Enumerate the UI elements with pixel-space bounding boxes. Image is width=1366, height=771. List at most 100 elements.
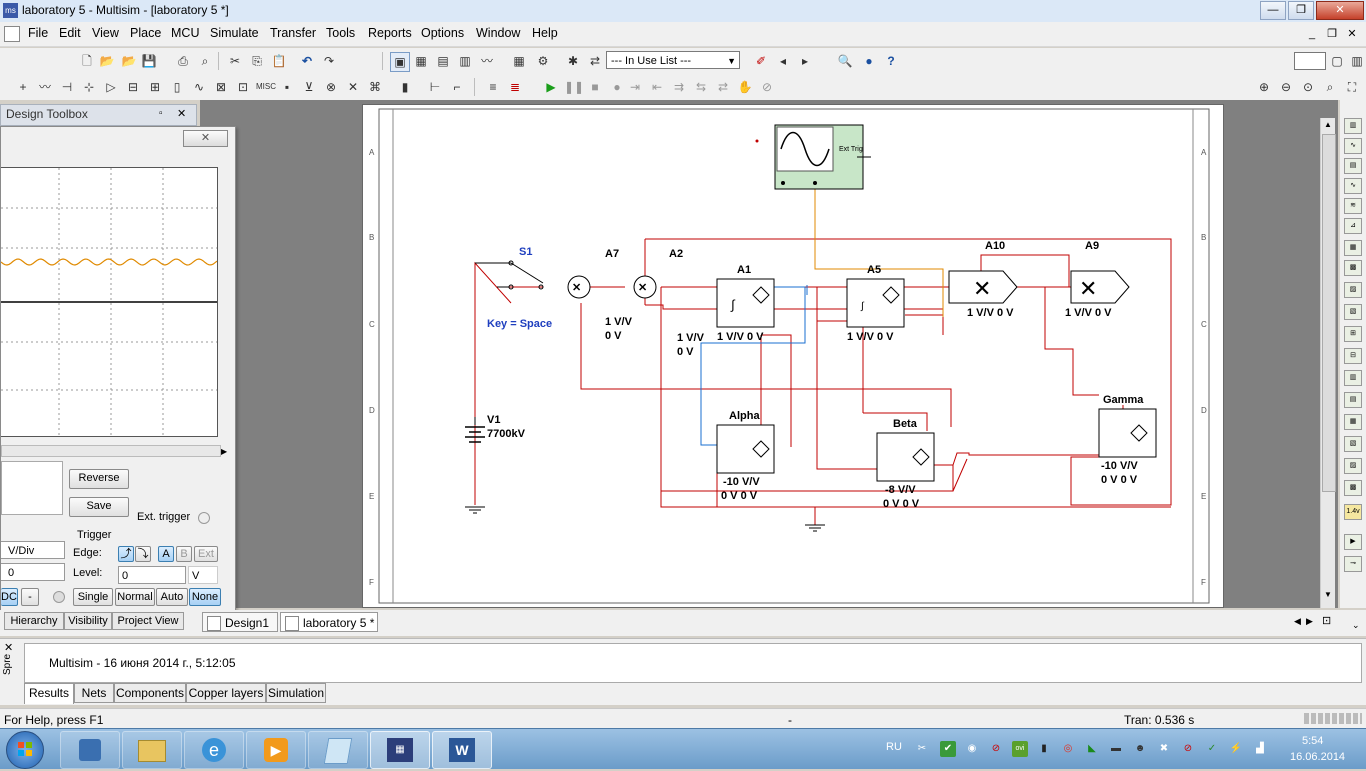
find-examples-icon[interactable]: 🔍: [837, 54, 853, 68]
distortion-analyzer-icon[interactable]: ⊟: [1344, 348, 1362, 364]
tray-people-icon[interactable]: ☻: [1134, 743, 1146, 754]
pause-next-icon[interactable]: ●: [613, 80, 621, 94]
tab-simulation[interactable]: Simulation: [266, 683, 326, 703]
word-generator-icon[interactable]: ▩: [1344, 260, 1362, 276]
scope-close-button[interactable]: ✕: [183, 130, 228, 147]
rising-edge-button[interactable]: ⤴: [118, 546, 134, 562]
tray-security-icon[interactable]: ⊘: [1183, 743, 1193, 754]
align-icon[interactable]: ≡: [489, 80, 497, 94]
place-misc-digital-icon[interactable]: ▯: [173, 80, 181, 94]
multisim-app-icon[interactable]: ms: [3, 3, 18, 18]
taskbar-multisim[interactable]: ▦: [370, 731, 430, 769]
tray-opera-icon[interactable]: ◎: [1063, 743, 1073, 754]
cut-icon[interactable]: ✂: [229, 54, 241, 68]
save-button[interactable]: Save: [69, 497, 129, 517]
measurement-probe-icon[interactable]: 1.4v: [1344, 504, 1362, 520]
print-preview-icon[interactable]: ⌕: [201, 54, 209, 68]
place-basic-icon[interactable]: 〰: [38, 80, 51, 94]
tray-signal-icon[interactable]: ▟: [1256, 743, 1264, 754]
probe-icon[interactable]: ✐: [755, 54, 767, 68]
trigger-source-a-button[interactable]: A: [158, 546, 174, 562]
help-icon[interactable]: ?: [887, 54, 895, 68]
print-icon[interactable]: ⎙: [178, 54, 188, 68]
tray-ovi-icon[interactable]: ovi: [1012, 741, 1028, 757]
tab-scroll-right-icon[interactable]: ▶: [1306, 616, 1313, 626]
spectrum-analyzer-icon[interactable]: ▥: [1344, 370, 1362, 386]
four-channel-scope-icon[interactable]: ≋: [1344, 198, 1362, 214]
place-mcu-icon[interactable]: ✕: [347, 80, 359, 94]
labview-icon[interactable]: ▶: [1344, 534, 1362, 550]
schematic-canvas[interactable]: S1 Key = Space ✕ ✕ A7 1 V/V 0 V A2 1 V/V…: [363, 105, 1223, 607]
current-probe-icon[interactable]: ⊸: [1344, 556, 1362, 572]
show-grid-icon[interactable]: ▥: [1351, 54, 1363, 68]
reverse-button[interactable]: Reverse: [69, 469, 129, 489]
step-into-icon[interactable]: ⇤: [651, 80, 663, 94]
grid-icon[interactable]: ▦: [415, 54, 427, 68]
level-field[interactable]: 0: [118, 566, 186, 584]
tektronix-scope-icon[interactable]: ▩: [1344, 480, 1362, 496]
bus-icon[interactable]: ⊢: [429, 80, 441, 94]
hierarchical-block-icon[interactable]: ▮: [401, 80, 409, 94]
tray-nvidia-icon[interactable]: ◣: [1088, 743, 1096, 754]
tab-menu-icon[interactable]: ⊡: [1322, 615, 1332, 627]
tray-stop-icon[interactable]: ⊘: [991, 743, 1001, 754]
tray-power-icon[interactable]: ⚡: [1229, 743, 1243, 754]
menu-place[interactable]: Place: [130, 26, 162, 40]
layout-view-icon[interactable]: [1294, 52, 1326, 70]
place-diode-icon[interactable]: ⊣: [61, 80, 73, 94]
wattmeter-icon[interactable]: ▤: [1344, 158, 1362, 174]
tab-components[interactable]: Components: [114, 683, 186, 703]
breakpoint-icon[interactable]: ✋: [737, 80, 753, 94]
scroll-up-icon[interactable]: ▲: [1324, 120, 1332, 129]
zoom-in-icon[interactable]: ⊕: [1258, 80, 1270, 94]
menu-file[interactable]: File: [28, 26, 49, 40]
step-over-icon[interactable]: ⇉: [673, 80, 685, 94]
mdi-minimize-icon[interactable]: _: [1308, 28, 1316, 40]
database-icon[interactable]: ▥: [459, 54, 471, 68]
document-icon[interactable]: [4, 26, 20, 42]
chevron-down-icon[interactable]: ⌄: [1352, 620, 1360, 630]
taskbar-ie[interactable]: e: [184, 731, 244, 769]
menu-simulate[interactable]: Simulate: [210, 26, 259, 40]
tray-network-icon[interactable]: ✖: [1159, 743, 1169, 754]
scroll-down-icon[interactable]: ▼: [1324, 590, 1332, 599]
close-button[interactable]: ✕: [1316, 1, 1364, 20]
tab-design1[interactable]: Design1 *: [202, 612, 278, 650]
run-simulation-icon[interactable]: ▶: [546, 80, 556, 94]
menu-view[interactable]: View: [92, 26, 119, 40]
scrollbar-thumb[interactable]: [1322, 134, 1336, 492]
coupling-dc-button[interactable]: DC: [1, 588, 18, 606]
minimize-icon[interactable]: ▫: [159, 108, 163, 119]
menu-mcu[interactable]: MCU: [171, 26, 200, 40]
place-power-icon[interactable]: ⊡: [237, 80, 249, 94]
menu-tools[interactable]: Tools: [326, 26, 356, 40]
tray-check-icon[interactable]: ✔: [940, 741, 956, 757]
run-to-cursor-icon[interactable]: ⇄: [717, 80, 729, 94]
stop-simulation-icon[interactable]: ■: [591, 80, 599, 94]
oscilloscope-icon[interactable]: ∿: [1344, 178, 1362, 194]
clock-date[interactable]: 16.06.2014: [1290, 751, 1346, 763]
tab-project-view[interactable]: Project View: [112, 612, 184, 630]
bode-plotter-icon[interactable]: ⊿: [1344, 218, 1362, 234]
place-source-icon[interactable]: +: [19, 80, 27, 94]
copy-icon[interactable]: ⎘: [252, 54, 262, 68]
place-ttl-icon[interactable]: ⊟: [127, 80, 139, 94]
grapher-icon[interactable]: 〰: [480, 54, 493, 68]
scroll-right-icon[interactable]: ▶: [221, 447, 228, 456]
step-icon[interactable]: ⇥: [629, 80, 641, 94]
redo-icon[interactable]: ↷: [323, 54, 335, 68]
tab-laboratory5[interactable]: laboratory 5 *: [280, 612, 378, 632]
multimeter-icon[interactable]: ▥: [1344, 118, 1362, 134]
agilent-scope-icon[interactable]: ▨: [1344, 458, 1362, 474]
place-transistor-icon[interactable]: ⊹: [83, 80, 95, 94]
tab-nets[interactable]: Nets: [74, 683, 114, 703]
place-mixed-icon[interactable]: ∿: [193, 80, 205, 94]
trigger-source-ext-button[interactable]: Ext: [194, 546, 218, 562]
spreadsheet-close-icon[interactable]: ✕: [4, 642, 14, 654]
trigger-single-button[interactable]: Single: [73, 588, 113, 606]
channel-terminal[interactable]: [53, 591, 65, 603]
component-wizard-icon[interactable]: ⚙: [537, 54, 549, 68]
minimize-button[interactable]: —: [1260, 1, 1286, 20]
frequency-counter-icon[interactable]: ▦: [1344, 240, 1362, 256]
mdi-close-icon[interactable]: ✕: [1347, 28, 1357, 40]
